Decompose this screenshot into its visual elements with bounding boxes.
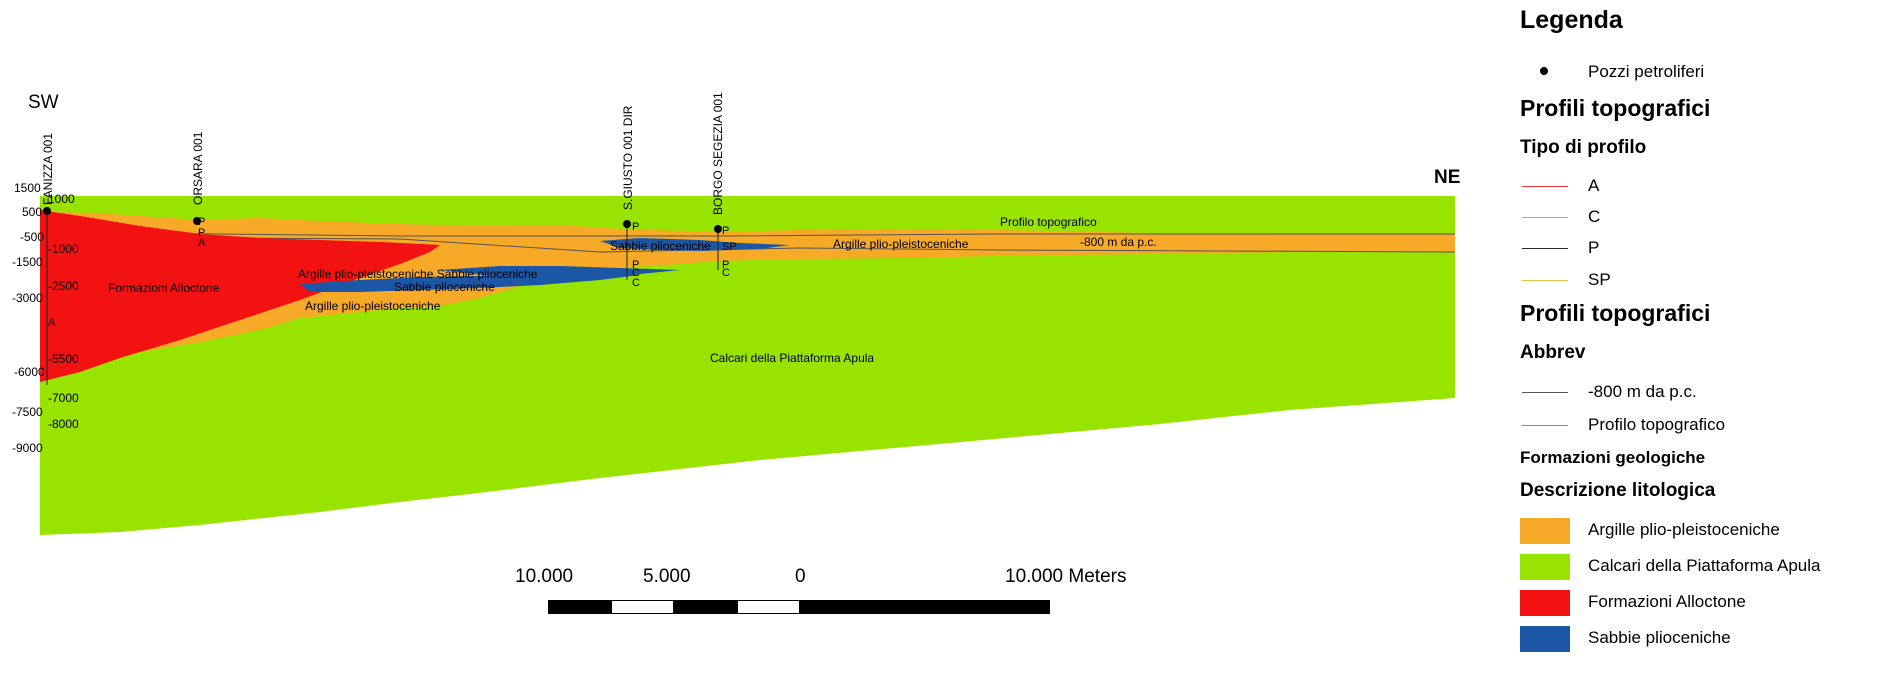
legend-title: Legenda <box>1520 6 1623 34</box>
well-dot-icon <box>1540 67 1548 75</box>
marker-p: P <box>632 221 639 233</box>
profilo-topografico-line <box>39 231 1455 237</box>
legend-heading-abbrev: Abbrev <box>1520 342 1586 363</box>
legend-heading-descrizione: Descrizione litologica <box>1520 480 1716 501</box>
marker-p: P <box>722 259 729 271</box>
depth-label: -7000 <box>48 391 79 405</box>
well-name-fanizza: FANIZZA 001 <box>41 133 55 205</box>
marker-p: P <box>198 216 205 228</box>
well-name-orsara: ORSARA 001 <box>191 131 205 205</box>
depth-label: 1000 <box>48 192 75 206</box>
scale-label-mid: 5.000 <box>643 566 691 587</box>
scale-label-right: 10.000 Meters <box>1005 566 1127 587</box>
depth-label: -6000 <box>14 365 45 379</box>
label-minus800: -800 m da p.c. <box>1080 235 1157 249</box>
swatch-calcari <box>1520 554 1570 580</box>
marker-c: C <box>632 277 640 289</box>
depth-label: -5500 <box>48 352 79 366</box>
scale-seg-5 <box>800 600 1050 614</box>
marker-sp: SP <box>722 241 737 253</box>
line-icon-c <box>1522 217 1568 218</box>
marker-p: P <box>198 227 205 239</box>
marker-p: P <box>632 259 639 271</box>
depth-label: -8000 <box>48 417 79 431</box>
well-dot-fanizza <box>43 207 51 215</box>
line-icon-minus800 <box>1522 392 1568 393</box>
depth-label: -9000 <box>12 441 43 455</box>
sabbie-lens-lower <box>440 266 680 277</box>
legend-heading-formazioni: Formazioni geologiche <box>1520 448 1706 467</box>
well-dot-orsara <box>193 217 201 225</box>
depth-label: -1500 <box>12 255 43 269</box>
label-sabbie-middle: Sabbie plioceniche <box>394 280 495 294</box>
well-name-giusto: S.GIUSTO 001 DIR <box>621 105 635 210</box>
label-argille-sabbie: Argille plio-pleistoceniche Sabbie plioc… <box>298 267 538 281</box>
geological-cross-section: SW NE FANIZZA 001 ORSARA 001 S.GIUSTO 00… <box>12 92 1460 535</box>
label-profilo: Profilo topografico <box>1000 215 1097 229</box>
orientation-ne: NE <box>1434 167 1460 188</box>
edge-letter: A <box>48 317 56 329</box>
scale-label-left: 10.000 <box>515 566 574 587</box>
scale-seg-4 <box>737 600 800 614</box>
scale-bar: 10.000 5.000 0 10.000 Meters <box>515 560 1126 620</box>
label-argille-right: Argille plio-pleistoceniche <box>833 237 969 251</box>
label-argille-lower: Argille plio-pleistoceniche <box>305 299 441 313</box>
legend-heading-tipo: Tipo di profilo <box>1520 137 1647 158</box>
orientation-sw: SW <box>28 92 59 113</box>
depth-label: -2500 <box>48 279 79 293</box>
marker-c: C <box>722 267 730 279</box>
legend-panel: Legenda Pozzi petroliferi Profili topogr… <box>1508 0 1881 685</box>
legend-heading-profili-1: Profili topografici <box>1520 95 1711 121</box>
marker-c: C <box>632 267 640 279</box>
scale-seg-3 <box>674 600 737 614</box>
label-calcari: Calcari della Piattaforma Apula <box>710 351 874 365</box>
depth-label: 500 <box>22 205 42 219</box>
well-name-borgo: BORGO SEGEZIA 001 <box>711 92 725 215</box>
depth-label: -7500 <box>12 405 43 419</box>
depth-label: -1000 <box>48 242 79 256</box>
line-icon-p <box>1522 248 1568 249</box>
depth-label: -3000 <box>12 291 43 305</box>
scale-seg-1 <box>548 600 611 614</box>
depth-label: -500 <box>20 230 44 244</box>
marker-a: A <box>198 237 206 249</box>
well-dot-giusto <box>623 220 631 228</box>
swatch-alloctone <box>1520 590 1570 616</box>
depth-label: 1500 <box>14 181 41 195</box>
line-icon-profilo <box>1522 425 1568 426</box>
well-dot-borgo <box>714 225 722 233</box>
scale-label-zero: 0 <box>795 566 806 587</box>
sabbie-lens-upper <box>600 238 790 251</box>
swatch-argille <box>1520 518 1570 544</box>
legend-heading-profili-2: Profili topografici <box>1520 300 1711 326</box>
marker-p: P <box>722 225 729 237</box>
scale-seg-2 <box>611 600 674 614</box>
label-sabbie-upper: Sabbie plioceniche <box>610 239 711 253</box>
line-icon-sp <box>1522 280 1568 281</box>
label-formazioni-alloctone: Formazioni Alloctone <box>108 281 220 295</box>
line-icon-a <box>1522 186 1568 187</box>
swatch-sabbie <box>1520 626 1570 652</box>
formazioni-alloctone-unit <box>40 210 440 382</box>
